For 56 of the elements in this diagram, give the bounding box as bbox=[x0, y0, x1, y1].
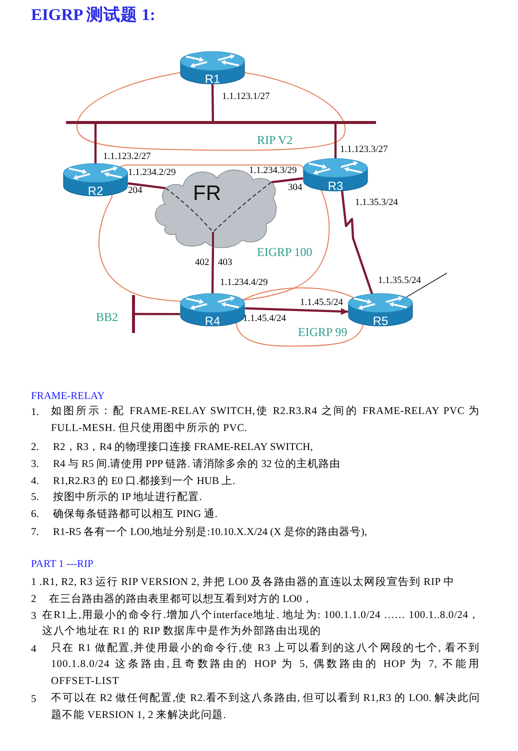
instruction-text: R2，R3，R4 的物理接口连接 FRAME-RELAY SWITCH, bbox=[53, 441, 313, 454]
link-line bbox=[134, 312, 180, 316]
link-line bbox=[406, 272, 448, 298]
address-label: 1.1.35.3/24 bbox=[355, 199, 398, 208]
address-label: 1.1.123.2/27 bbox=[103, 153, 151, 162]
item-number: 2. bbox=[31, 441, 39, 454]
area-label: EIGRP 100 bbox=[257, 246, 312, 258]
dlci-label: 403 bbox=[218, 259, 232, 268]
item-number: 3. bbox=[31, 458, 39, 470]
link-line bbox=[244, 307, 348, 315]
terminator-bar bbox=[132, 295, 134, 333]
title: EIGRP 测试题 1: bbox=[31, 6, 156, 24]
section-heading: PART 1 ---RIP bbox=[31, 558, 94, 571]
address-label: 1.1.234.3/29 bbox=[249, 167, 297, 176]
item-number: 5 bbox=[31, 693, 36, 706]
instruction-text: 在R1上,用最小的命令行.增加八个interface地址. 地址为: 100.1.1.0/24 …… 100.1..8.0/24，这八个地址在 R1 的 RIP 数据库中是作为外部路由出现的 bbox=[42, 608, 480, 640]
instruction-text: 1 .R1, R2, R3 运行 RIP VERSION 2, 并把 LO0 及各路由器的直连以太网段宣告到 RIP 中 bbox=[31, 576, 455, 589]
instruction-text: 不可以在 R2 做任何配置,使 R2.看不到这八条路由, 但可以看到 R1,R3 的 LO0. 解决此问题不能 VERSION 1, 2 来解决此问题. bbox=[51, 691, 480, 723]
instruction-text: 在三台路由器的路由表里都可以想互看到对方的 LO0， bbox=[49, 592, 313, 606]
link-line bbox=[211, 84, 214, 122]
dlci-label: 304 bbox=[288, 184, 302, 194]
area-label: RIP V2 bbox=[257, 134, 293, 146]
item-number: 5. bbox=[31, 491, 39, 504]
link-line bbox=[271, 177, 304, 184]
address-label: 1.1.45.4/24 bbox=[243, 315, 286, 324]
item-number: 2 bbox=[31, 592, 36, 606]
instruction-text: 按图中所示的 IP 地址进行配置. bbox=[53, 491, 202, 504]
link-line bbox=[128, 182, 166, 190]
item-number: 6. bbox=[31, 508, 39, 520]
address-label: 1.1.123.3/27 bbox=[340, 146, 388, 156]
area-label: EIGRP 99 bbox=[298, 326, 348, 338]
instruction-text: R1,R2.R3 的 E0 口.都接到一个 HUB 上. bbox=[53, 474, 236, 488]
link-line bbox=[334, 124, 337, 158]
link-line bbox=[211, 246, 214, 294]
instruction-text: 确保每条链路都可以相互 PING 通. bbox=[53, 508, 218, 520]
instruction-text: 如图所示：配 FRAME-RELAY SWITCH,使 R2.R3.R4 之间的 FRAME-RELAY PVC 为 FULL-MESH. 但只使用图中所示的 PVC. bbox=[51, 404, 480, 436]
instruction-text: 只在 R1 做配置,并使用最小的命令行,使 R3 上可以看到的这八个网段的七个, 看不到 100.1.8.0/24 这条路由,且奇数路由的 HOP 为 5, 偶数路由的 HOP 为 7, 不能用 OFFSET-LIST bbox=[51, 641, 480, 690]
item-number: 7. bbox=[31, 526, 39, 538]
dlci-label: 204 bbox=[128, 187, 142, 196]
address-label: 1.1.234.2/29 bbox=[128, 168, 176, 178]
item-number: 4. bbox=[31, 474, 39, 488]
address-label: 1.1.234.4/29 bbox=[220, 279, 268, 288]
address-label: 1.1.123.1/27 bbox=[222, 93, 270, 102]
network-label: BB2 bbox=[96, 311, 118, 323]
item-number: 1. bbox=[31, 406, 39, 419]
instruction-text: R4 与 R5 间.请使用 PPP 链路. 请消除多余的 32 位的主机路由 bbox=[53, 458, 340, 470]
item-number: 3 bbox=[31, 610, 36, 622]
bus-line bbox=[66, 121, 376, 124]
serial-link bbox=[340, 190, 374, 294]
section-heading: FRAME-RELAY bbox=[31, 390, 105, 402]
instruction-text: R1-R5 各有一个 LO0,地址分别是:10.10.X.X/24 (X 是你的路由器号), bbox=[53, 526, 367, 538]
address-label: 1.1.35.5/24 bbox=[378, 277, 422, 286]
dlci-label: 402 bbox=[195, 259, 210, 268]
address-label: 1.1.45.5/24 bbox=[300, 298, 344, 308]
link-line bbox=[94, 124, 97, 164]
item-number: 4 bbox=[31, 642, 36, 656]
